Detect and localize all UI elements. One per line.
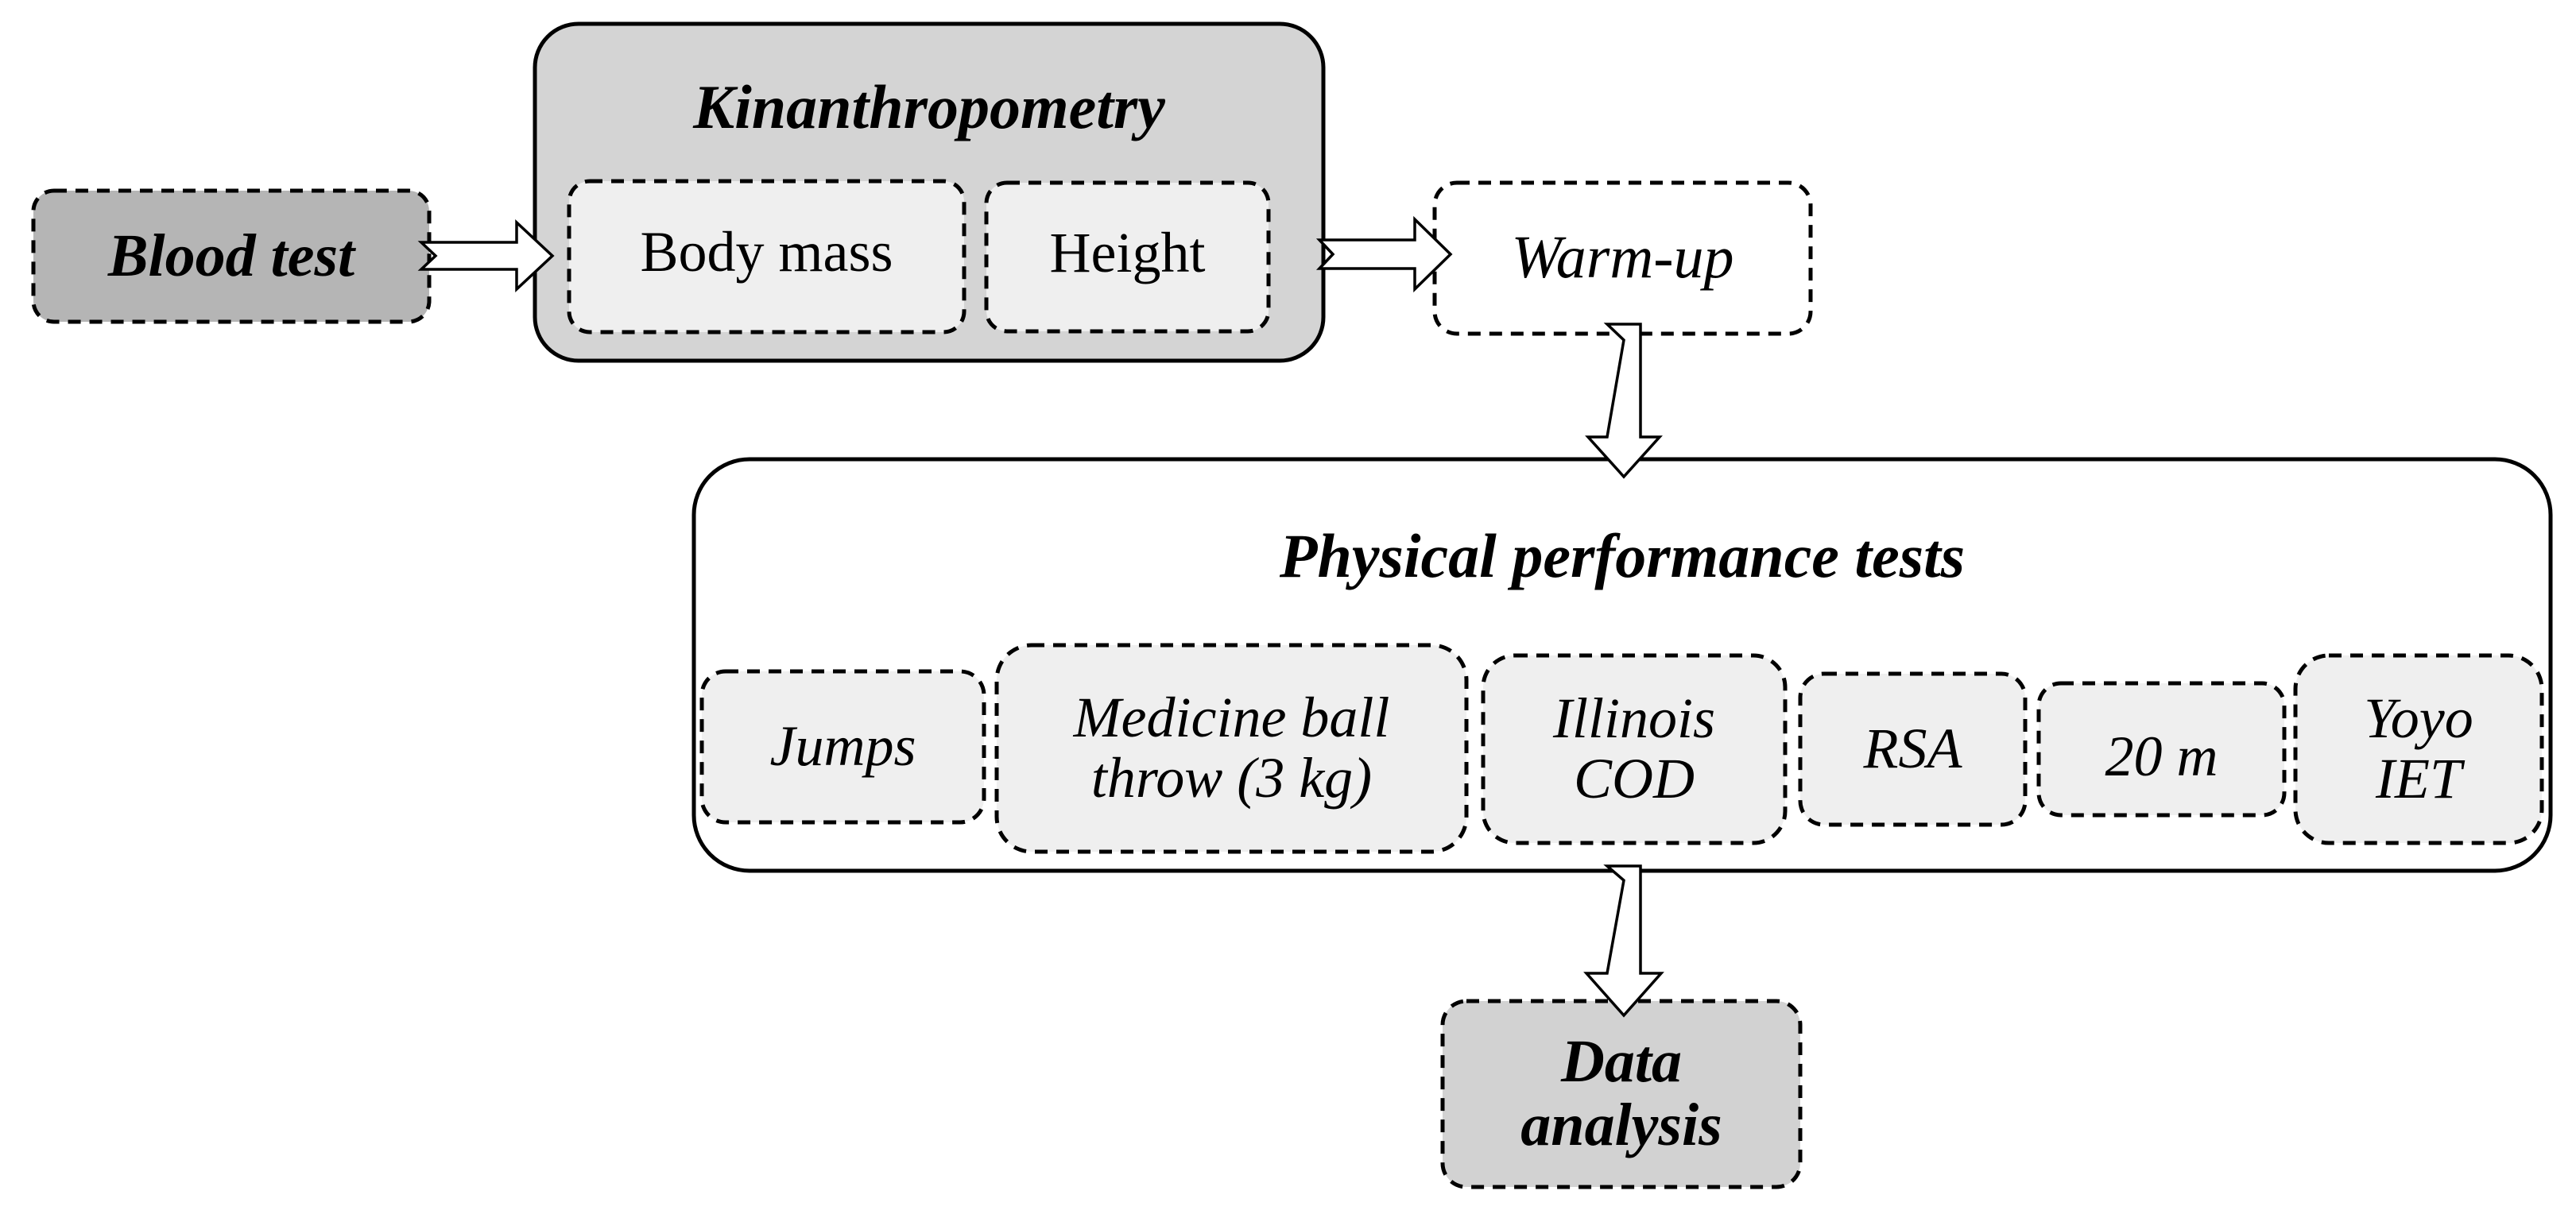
20m-label: 20 m bbox=[2105, 725, 2218, 789]
medicine-ball-box bbox=[994, 643, 1469, 854]
arrow-kinanthropometry-to-warmup bbox=[1315, 215, 1453, 293]
arrow-warmup-to-tests bbox=[1585, 323, 1663, 479]
jumps-box bbox=[699, 669, 986, 825]
blood-test-box bbox=[31, 188, 432, 324]
yoyo-iet-label: Yoyo IET bbox=[2364, 686, 2473, 810]
warm-up-label: Warm-up bbox=[1511, 224, 1734, 292]
jumps-label: Jumps bbox=[769, 714, 916, 779]
blood-test-label: Blood test bbox=[107, 222, 355, 289]
kinanthropometry-title: Kinanthropometry bbox=[693, 72, 1165, 142]
arrow-blood-to-kinanthropometry bbox=[417, 218, 555, 293]
body-mass-label: Body mass bbox=[640, 220, 893, 284]
yoyo-iet-box bbox=[2293, 653, 2544, 845]
data-analysis-label: Data analysis bbox=[1520, 1028, 1722, 1158]
height-label: Height bbox=[1049, 220, 1206, 284]
physical-performance-title: Physical performance tests bbox=[1279, 521, 1966, 591]
rsa-box bbox=[1798, 671, 2028, 827]
rsa-label: RSA bbox=[1863, 717, 1962, 781]
body-mass-box bbox=[567, 179, 966, 334]
height-box bbox=[984, 180, 1271, 334]
20m-box bbox=[2036, 681, 2287, 818]
medicine-ball-label: Medicine ball throw (3 kg) bbox=[1073, 686, 1390, 810]
arrow-tests-to-analysis bbox=[1583, 864, 1664, 1018]
illinois-cod-box bbox=[1481, 653, 1788, 845]
illinois-cod-label: Illinois COD bbox=[1552, 686, 1715, 810]
